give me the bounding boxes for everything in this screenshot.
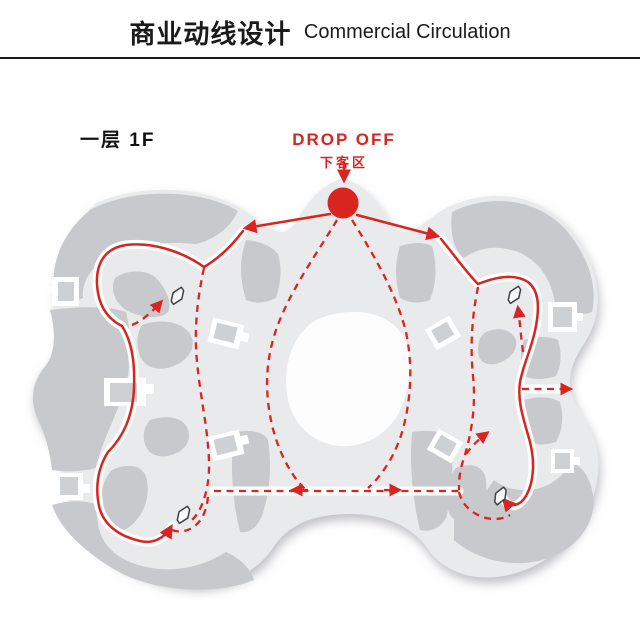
dashed-arrow-escalator-left-top: [131, 299, 164, 327]
core: [426, 428, 464, 464]
core: [424, 315, 462, 351]
dashed-left-bottom-link: [171, 493, 210, 533]
core: [548, 302, 583, 332]
island-left-4: [101, 465, 148, 532]
solid-loop-left: [95, 229, 245, 544]
dropoff-label-en: DROP OFF: [292, 130, 396, 149]
solid-entry-left: [242, 212, 332, 234]
core: [104, 378, 154, 406]
wedge-center-tl: [241, 240, 281, 303]
block-left-top: [53, 193, 238, 302]
retail-blocks: [32, 193, 594, 590]
block-right-top: [451, 200, 594, 315]
floor-label: 一层 1F: [80, 130, 156, 151]
dashed-teardrop-right: [351, 219, 412, 489]
title-chinese: 商业动线设计: [129, 19, 292, 49]
core: [551, 449, 580, 473]
wedge-center-tr: [396, 243, 436, 303]
island-right-1: [478, 329, 517, 365]
block-right-bottom: [454, 462, 594, 564]
dashed-teardrop-left: [265, 219, 338, 490]
central-void: [286, 311, 410, 447]
solid-loop-right: [439, 237, 540, 513]
core: [207, 317, 250, 350]
circulation-solid: [95, 161, 540, 544]
dropoff-label-zh: 下客区: [319, 155, 368, 170]
core: [47, 277, 79, 306]
core-units: [47, 277, 583, 500]
dashed-right-bottom-link: [457, 491, 511, 521]
dashed-arrow-escalator-right-top: [512, 304, 526, 353]
island-left-3: [143, 417, 190, 457]
escalator-icons: [170, 285, 522, 525]
block-left-bottom: [52, 501, 254, 590]
island-left-2: [137, 321, 193, 369]
solid-entry-right: [355, 213, 441, 241]
title-divider: [0, 57, 640, 59]
core: [207, 429, 250, 462]
block-left-mid: [32, 307, 131, 472]
island-right-2: [446, 465, 487, 521]
wedge-center-bl: [232, 431, 270, 533]
circulation-dashed: [131, 219, 574, 533]
dashed-right-wing: [457, 286, 480, 491]
core: [55, 473, 90, 500]
title-english: Commercial Circulation: [303, 21, 511, 43]
escalator-icon: [170, 286, 185, 306]
escalator-icon: [493, 486, 507, 506]
escalator-icon: [176, 505, 191, 525]
page-title: 商业动线设计 Commercial Circulation: [0, 14, 640, 51]
dropoff-point: [327, 187, 359, 219]
dashed-arrow-right-branch: [465, 431, 490, 455]
dropoff-label: DROP OFF 下客区: [244, 130, 444, 171]
escalator-icon: [507, 285, 522, 305]
